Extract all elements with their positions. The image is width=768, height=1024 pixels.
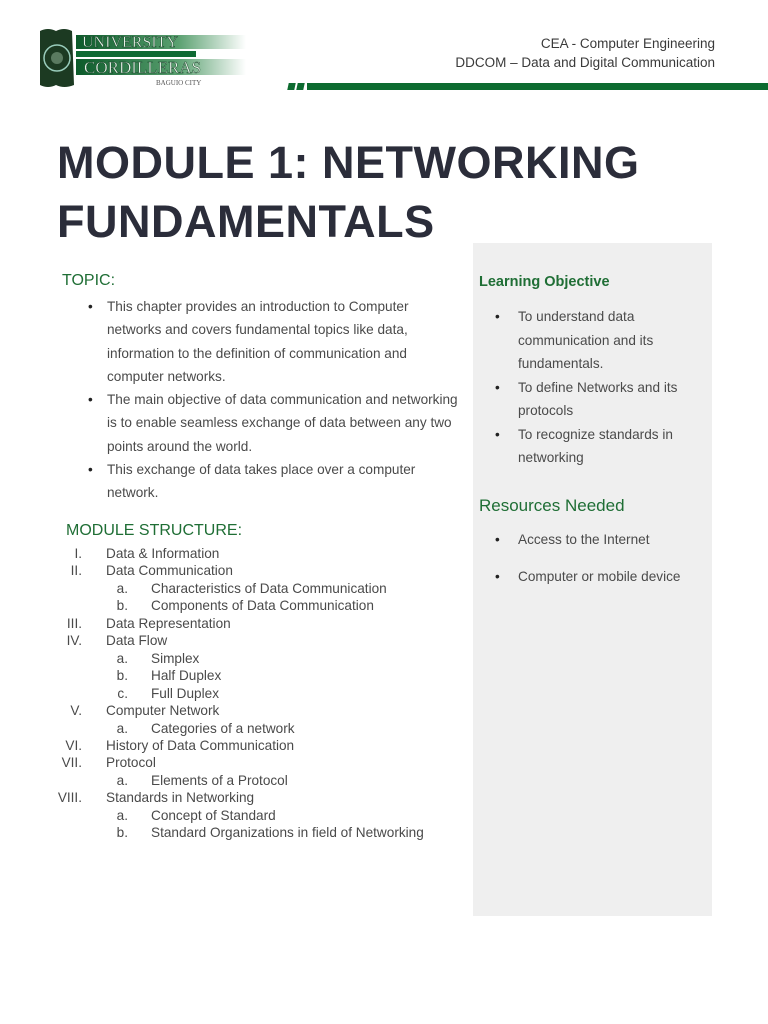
structure-item: Computer Network	[106, 703, 220, 719]
item-numeral: VII.	[61, 755, 82, 771]
department-label: CEA - Computer Engineering	[540, 36, 715, 51]
page-title: MODULE 1: NETWORKING FUNDAMENTALS	[57, 133, 639, 251]
item-numeral: VI.	[65, 737, 82, 753]
subitem-letter: b.	[116, 668, 128, 684]
structure-item: Data Communication	[106, 563, 233, 579]
objective-item: To recognize standards in networking	[492, 423, 692, 470]
subitem-letter: b.	[116, 598, 128, 614]
structure-subitem: Standard Organizations in field of Netwo…	[151, 825, 424, 841]
structure-subitem: Elements of a Protocol	[151, 772, 288, 788]
objective-item: To understand data communication and its…	[492, 305, 692, 376]
course-label: DDCOM – Data and Digital Communication	[455, 55, 715, 70]
topic-bullet: The main objective of data communication…	[88, 388, 458, 458]
subitem-letter: b.	[116, 825, 128, 841]
structure-subitem: Half Duplex	[151, 668, 222, 684]
resource-item: Access to the Internet	[492, 528, 692, 552]
subitem-letter: c.	[117, 685, 128, 701]
item-numeral: V.	[70, 703, 82, 719]
structure-item: Data Representation	[106, 615, 231, 631]
item-numeral: IV.	[66, 633, 82, 649]
structure-subitem: Components of Data Communication	[151, 598, 374, 614]
structure-item: Data & Information	[106, 546, 220, 561]
topic-list: This chapter provides an introduction to…	[88, 295, 458, 505]
svg-text:CORDILLERAS: CORDILLERAS	[84, 58, 201, 77]
title-line-1: MODULE 1: NETWORKING	[57, 137, 640, 188]
subitem-letter: a.	[116, 807, 128, 823]
resources-list: Access to the Internet Computer or mobil…	[492, 528, 692, 588]
structure-item: History of Data Communication	[106, 737, 295, 753]
structure-subitem: Simplex	[151, 650, 200, 666]
item-numeral: II.	[70, 563, 82, 579]
module-structure-heading: MODULE STRUCTURE:	[66, 522, 243, 539]
header-accent-bar	[287, 83, 768, 90]
resources-heading: Resources Needed	[479, 496, 625, 515]
university-logo: UNIVERSITY CORDILLERAS BAGUIO CITY	[36, 27, 252, 89]
structure-subitem: Characteristics of Data Communication	[151, 580, 387, 596]
university-seal-icon: UNIVERSITY CORDILLERAS BAGUIO CITY	[40, 29, 246, 87]
item-numeral: I.	[74, 546, 82, 561]
resource-item: Computer or mobile device	[492, 565, 692, 589]
subitem-letter: a.	[116, 720, 128, 736]
item-numeral: III.	[66, 615, 82, 631]
structure-item: Protocol	[106, 755, 156, 771]
objective-item: To define Networks and its protocols	[492, 376, 692, 423]
subitem-letter: a.	[116, 772, 128, 788]
topic-bullet: This chapter provides an introduction to…	[88, 295, 458, 388]
learning-objective-list: To understand data communication and its…	[492, 305, 692, 470]
subitem-letter: a.	[116, 580, 128, 596]
topic-heading: TOPIC:	[62, 272, 116, 289]
item-numeral: VIII.	[57, 790, 82, 806]
structure-item: Data Flow	[106, 633, 168, 649]
structure-subitem: Full Duplex	[151, 685, 219, 701]
subitem-letter: a.	[116, 650, 128, 666]
structure-subitem: Categories of a network	[151, 720, 295, 736]
structure-subitem: Concept of Standard	[151, 807, 276, 823]
learning-objective-heading: Learning Objective	[479, 274, 610, 290]
svg-text:UNIVERSITY: UNIVERSITY	[82, 34, 178, 51]
topic-bullet: This exchange of data takes place over a…	[88, 458, 458, 505]
structure-item: Standards in Networking	[106, 790, 255, 806]
svg-text:BAGUIO CITY: BAGUIO CITY	[156, 79, 201, 87]
title-line-2: FUNDAMENTALS	[57, 196, 435, 247]
